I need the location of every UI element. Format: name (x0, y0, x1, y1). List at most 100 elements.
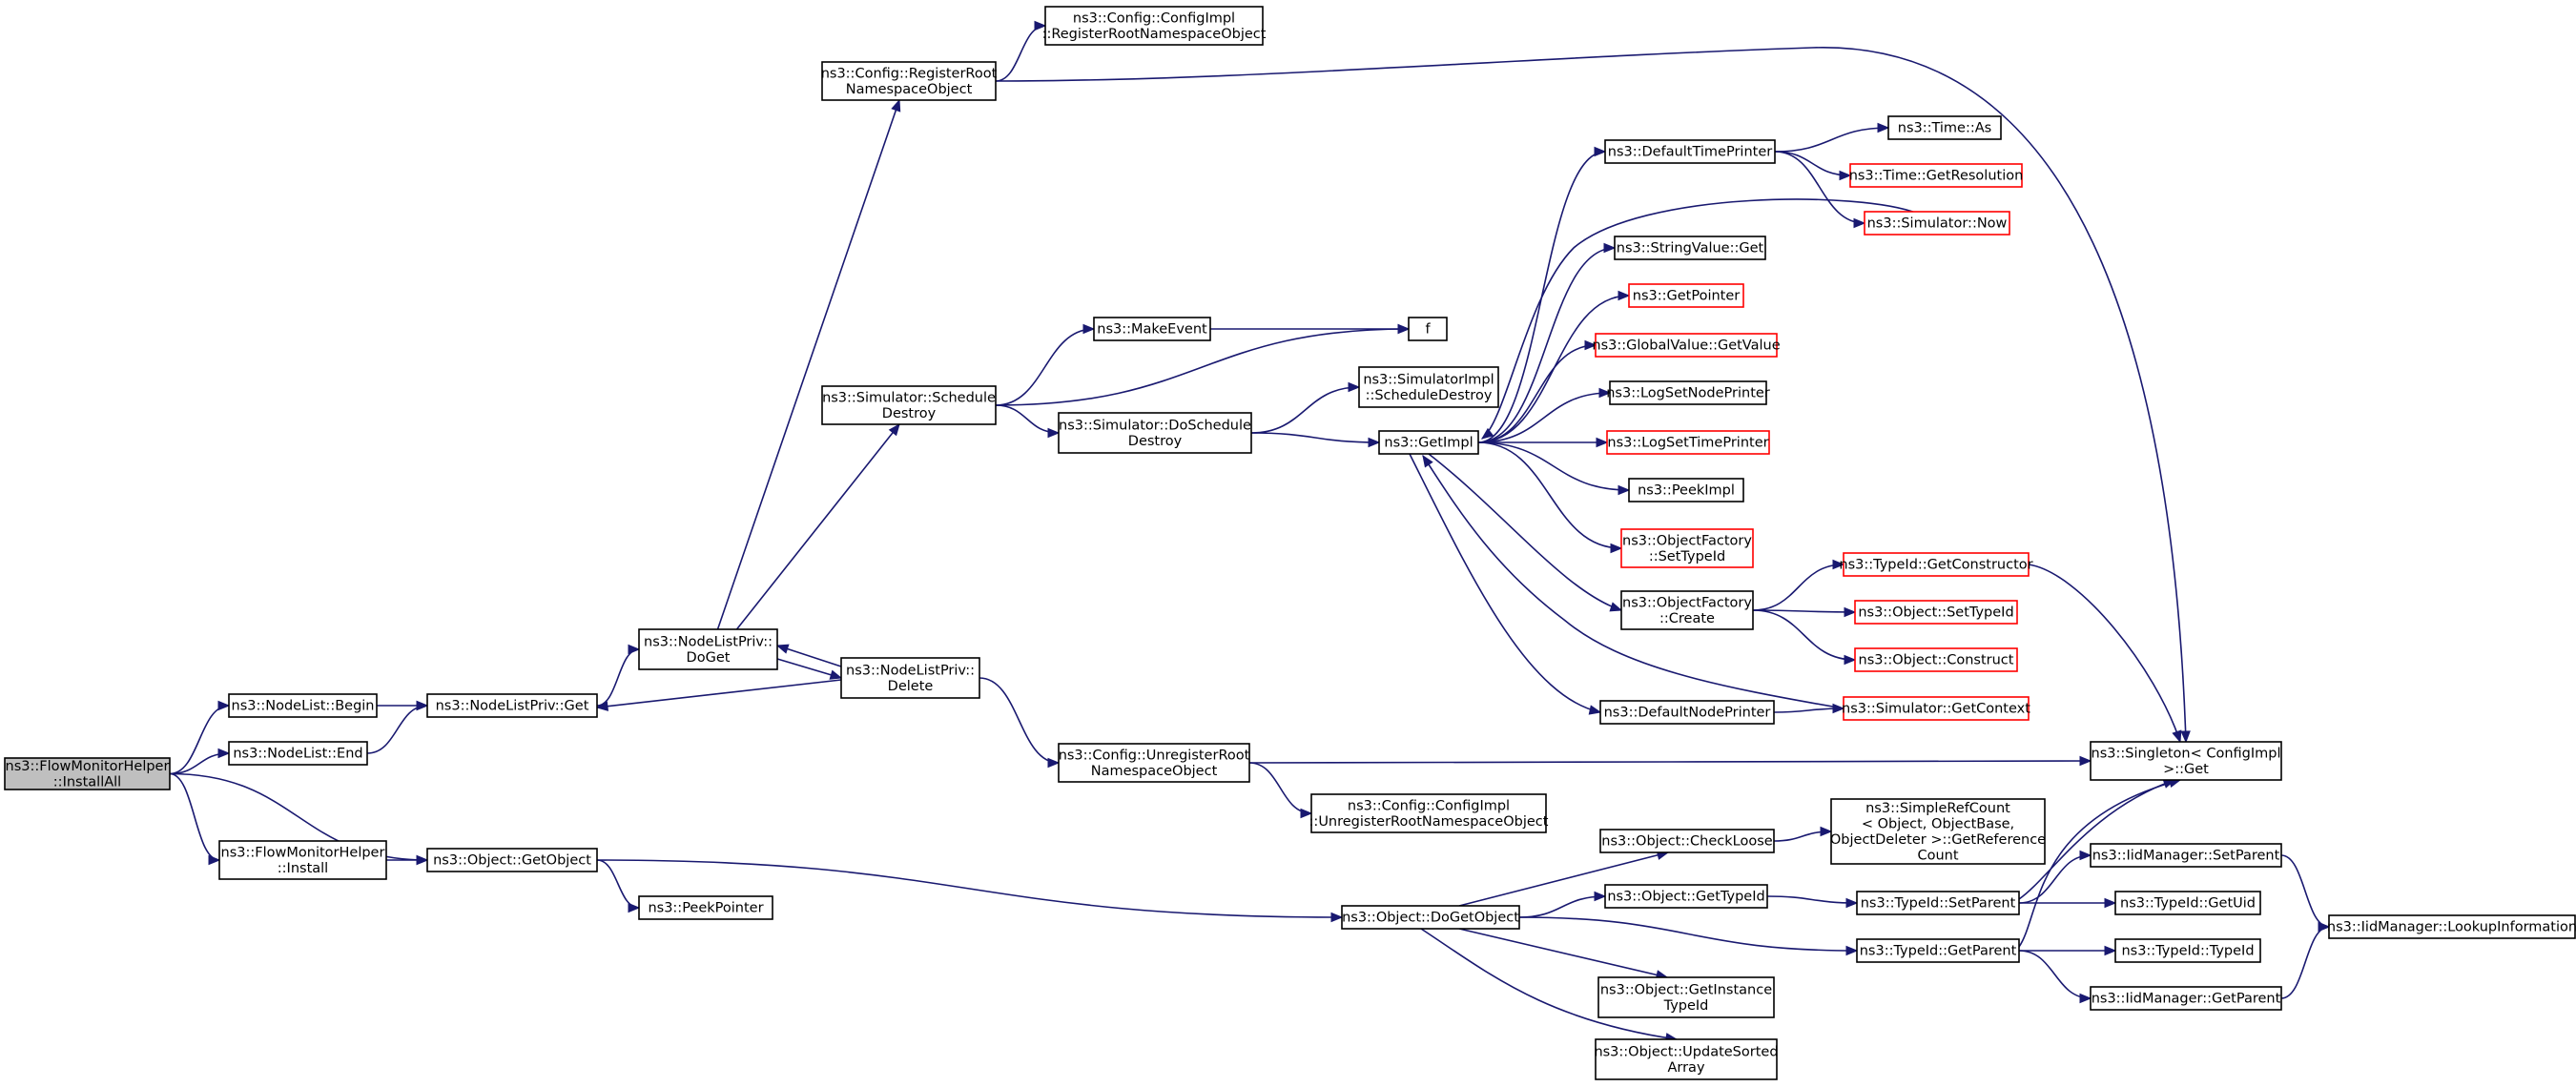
node-objfact-create[interactable]: ns3::ObjectFactory::Create (1620, 590, 1754, 630)
node-typeid-getuid[interactable]: ns3::TypeId::GetUid (2114, 891, 2261, 915)
node-label: Destroy (1128, 434, 1183, 449)
call-edge-objfact_create-to-obj_construct (1752, 609, 1857, 666)
node-label: ns3::TypeId::GetConstructor (1839, 558, 2032, 573)
call-edge-obj_checkloose-to-simplerefcount (1773, 826, 1833, 842)
node-box (821, 61, 997, 101)
call-edge-line (1752, 609, 1856, 613)
call-edge-obj_dogetobject-to-typeid_getparent (1518, 916, 1859, 956)
node-typeid-getctor[interactable]: ns3::TypeId::GetConstructor (1839, 552, 2033, 577)
node-cfgimpl-regroot[interactable]: ns3::Config::ConfigImpl::RegisterRootNam… (1042, 6, 1267, 46)
call-edge-defnodeprinter-to-sim_getcontext (1773, 703, 1845, 714)
node-deftimeprinter[interactable]: ns3::DefaultTimePrinter (1604, 139, 1776, 164)
node-label: ns3::PeekPointer (648, 901, 763, 916)
call-edge-line (2018, 779, 2181, 948)
node-f[interactable]: f (1408, 317, 1448, 341)
arrowhead-icon (1588, 705, 1602, 715)
node-box (1620, 528, 1754, 568)
node-label: >::Get (2163, 762, 2209, 777)
node-box (218, 840, 387, 880)
node-box (1408, 317, 1448, 341)
node-obj-dogetobject[interactable]: ns3::Object::DoGetObject (1341, 905, 1520, 930)
call-edge-nlp_delete-to-nlp_doget (775, 644, 842, 667)
call-edge-obj_dogetobject-to-obj_gettypeid (1518, 891, 1607, 918)
call-edge-root-to-nl_end (169, 748, 231, 775)
node-label: ns3::Simulator::Schedule (822, 390, 996, 405)
node-obj-checkloose[interactable]: ns3::Object::CheckLoose (1599, 829, 1775, 853)
node-objfact-settypeid[interactable]: ns3::ObjectFactory::SetTypeId (1620, 528, 1754, 568)
arrowhead-icon (2318, 921, 2331, 933)
call-edge-line (1752, 564, 1844, 611)
call-edge-sim_scheddestroy-to-makeevent (995, 323, 1096, 406)
node-label: ns3::NodeListPriv::Get (436, 699, 589, 714)
node-logsettimeprinter[interactable]: ns3::LogSetTimePrinter (1606, 430, 1770, 455)
node-time-as[interactable]: ns3::Time::As (1887, 115, 2002, 140)
node-time-getres[interactable]: ns3::Time::GetResolution (1849, 163, 2024, 188)
arrowhead-icon (1603, 242, 1617, 254)
node-box (1864, 211, 2010, 236)
call-edge-line (2018, 779, 2175, 900)
node-sim-scheddestroy[interactable]: ns3::Simulator::ScheduleDestroy (821, 385, 997, 425)
node-nl-begin[interactable]: ns3::NodeList::Begin (228, 693, 378, 718)
node-typeid-setparent[interactable]: ns3::TypeId::SetParent (1856, 891, 2020, 915)
node-obj-getobject[interactable]: ns3::Object::GetObject (426, 848, 598, 872)
call-edge-getimpl-to-logsettimeprinter (1477, 437, 1609, 448)
node-typeid-getparent[interactable]: ns3::TypeId::GetParent (1856, 938, 2020, 963)
arrowhead-icon (891, 98, 901, 113)
arrowhead-icon (1618, 290, 1631, 301)
node-logsetnodeprinter[interactable]: ns3::LogSetNodePrinter (1606, 380, 1770, 405)
node-label: ns3::Object::GetTypeId (1607, 890, 1764, 905)
node-strval-get[interactable]: ns3::StringValue::Get (1614, 236, 1766, 260)
node-fmh-install[interactable]: ns3::FlowMonitorHelper::Install (218, 840, 387, 880)
arrowhead-icon (1034, 20, 1047, 31)
node-box (2328, 914, 2576, 939)
node-label: ns3::Object::GetObject (433, 853, 591, 869)
call-edge-line (1458, 851, 1669, 907)
node-obj-construct[interactable]: ns3::Object::Construct (1854, 647, 2018, 672)
node-nl-end[interactable]: ns3::NodeList::End (228, 741, 368, 766)
node-peekimpl[interactable]: ns3::PeekImpl (1628, 478, 1744, 502)
node-obj-settypeid[interactable]: ns3::Object::SetTypeId (1854, 600, 2018, 625)
call-edge-deftimeprinter-to-time_as (1774, 122, 1890, 153)
call-edge-getimpl-to-defnodeprinter (1409, 453, 1602, 715)
node-label: Count (1917, 848, 1958, 863)
node-root[interactable]: ns3::FlowMonitorHelper::InstallAll (4, 757, 171, 790)
call-edge-line (596, 679, 842, 708)
node-iidmgr-getparent[interactable]: ns3::IidManager::GetParent (2090, 986, 2282, 1011)
node-sim-now[interactable]: ns3::Simulator::Now (1864, 211, 2010, 236)
node-sim-getcontext[interactable]: ns3::Simulator::GetContext (1842, 696, 2030, 721)
node-cfg-unregroot[interactable]: ns3::Config::UnregisterRootNamespaceObje… (1058, 743, 1250, 783)
call-edge-obj_getobject-to-peekpointer (596, 859, 641, 913)
node-nlp-doget[interactable]: ns3::NodeListPriv::DoGet (638, 628, 778, 670)
node-defnodeprinter[interactable]: ns3::DefaultNodePrinter (1599, 700, 1775, 725)
node-box (426, 848, 598, 872)
node-cfgimpl-unregroot[interactable]: ns3::Config::ConfigImpl::UnregisterRootN… (1309, 793, 1549, 833)
node-obj-gettypeid[interactable]: ns3::Object::GetTypeId (1604, 884, 1768, 909)
node-iidmgr-setparent[interactable]: ns3::IidManager::SetParent (2090, 843, 2282, 868)
node-peekpointer[interactable]: ns3::PeekPointer (638, 895, 773, 920)
node-typeid-typeid[interactable]: ns3::TypeId::TypeId (2114, 938, 2261, 963)
node-getpointer[interactable]: ns3::GetPointer (1628, 283, 1744, 308)
arrowhead-icon (1610, 543, 1623, 554)
node-cfg-regroot[interactable]: ns3::Config::RegisterRootNamespaceObject (821, 61, 998, 101)
call-edge-obj_gettypeid-to-typeid_setparent (1766, 895, 1859, 909)
node-getimpl[interactable]: ns3::GetImpl (1378, 430, 1479, 455)
node-globval-getval[interactable]: ns3::GlobalValue::GetValue (1592, 333, 1781, 358)
node-iidmgr-lookupinfo[interactable]: ns3::IidManager::LookupInformation (2327, 914, 2576, 939)
arrowhead-icon (1300, 808, 1313, 819)
node-makeevent[interactable]: ns3::MakeEvent (1093, 317, 1211, 341)
node-nlp-delete[interactable]: ns3::NodeListPriv::Delete (840, 657, 980, 699)
call-edge-line (995, 47, 2187, 743)
node-label: ns3::Object::Construct (1859, 653, 2014, 668)
node-simimpl-scheddestroy[interactable]: ns3::SimulatorImpl::ScheduleDestroy (1358, 366, 1499, 408)
node-singleton-get[interactable]: ns3::Singleton< ConfigImpl >::Get (2090, 741, 2282, 781)
arrowhead-icon (1422, 454, 1433, 468)
node-label: Destroy (882, 406, 937, 421)
node-nlp-get[interactable]: ns3::NodeListPriv::Get (426, 693, 598, 718)
node-simplerefcount[interactable]: ns3::SimpleRefCount< Object, ObjectBase,… (1830, 798, 2046, 865)
arrowhead-icon (1832, 703, 1845, 714)
arrowhead-icon (1397, 323, 1411, 335)
node-label: ns3::GetImpl (1384, 436, 1473, 451)
